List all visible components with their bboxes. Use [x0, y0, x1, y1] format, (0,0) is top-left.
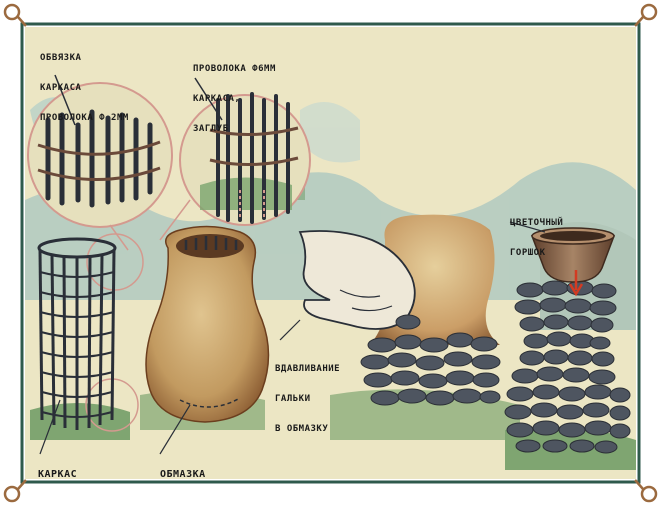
label-frame-wire-line: ЗАГЛУБ [193, 124, 229, 134]
label-frame-wire: ПРОВОЛОКА ф6мм КАРКАСА, ЗАГЛУБ [193, 44, 276, 144]
flowerpot [530, 227, 616, 297]
label-frame-wire-line: ПРОВОЛОКА ф6мм [193, 64, 276, 74]
label-coating: ОБМАЗКА [160, 450, 206, 490]
label-binding-line: КАРКАСА [40, 83, 82, 93]
detail-circle-frame-wire [179, 77, 311, 226]
corner-ornaments [3, 3, 658, 503]
wire-frame-cylinder [37, 237, 117, 430]
label-frame: КАРКАС [38, 450, 77, 490]
detail-circle-binding [27, 74, 173, 228]
label-pressing-line: ВДАВЛИВАНИЕ [275, 364, 341, 374]
label-pressing-line: В ОБМАЗКУ [275, 424, 329, 434]
hand-pressing-pebble [298, 230, 421, 330]
label-binding-line: ОБВЯЗКА [40, 53, 82, 63]
picture-border [20, 22, 641, 484]
label-frame-text: КАРКАС [38, 469, 78, 480]
label-coating-text: ОБМАЗКА [160, 469, 206, 480]
label-pressing: ВДАВЛИВАНИЕ ГАЛЬКИ В ОБМАЗКУ [275, 344, 340, 444]
label-frame-wire-line: КАРКАСА, [193, 94, 241, 104]
label-binding: ОБВЯЗКА КАРКАСА ПРОВОЛОКА ф 2мм [40, 33, 129, 133]
clay-coated-form [145, 225, 270, 423]
label-flowerpot-line: ГОРШОК [510, 248, 546, 258]
label-flowerpot-line: ЦВЕТОЧНЫЙ [510, 218, 564, 228]
label-leaders [39, 221, 546, 455]
label-flowerpot: ЦВЕТОЧНЫЙ ГОРШОК [510, 198, 563, 268]
finished-pebble-column [504, 280, 631, 454]
pebble-column-in-progress [360, 214, 501, 406]
label-pressing-line: ГАЛЬКИ [275, 394, 311, 404]
label-binding-line: ПРОВОЛОКА ф 2мм [40, 113, 129, 123]
